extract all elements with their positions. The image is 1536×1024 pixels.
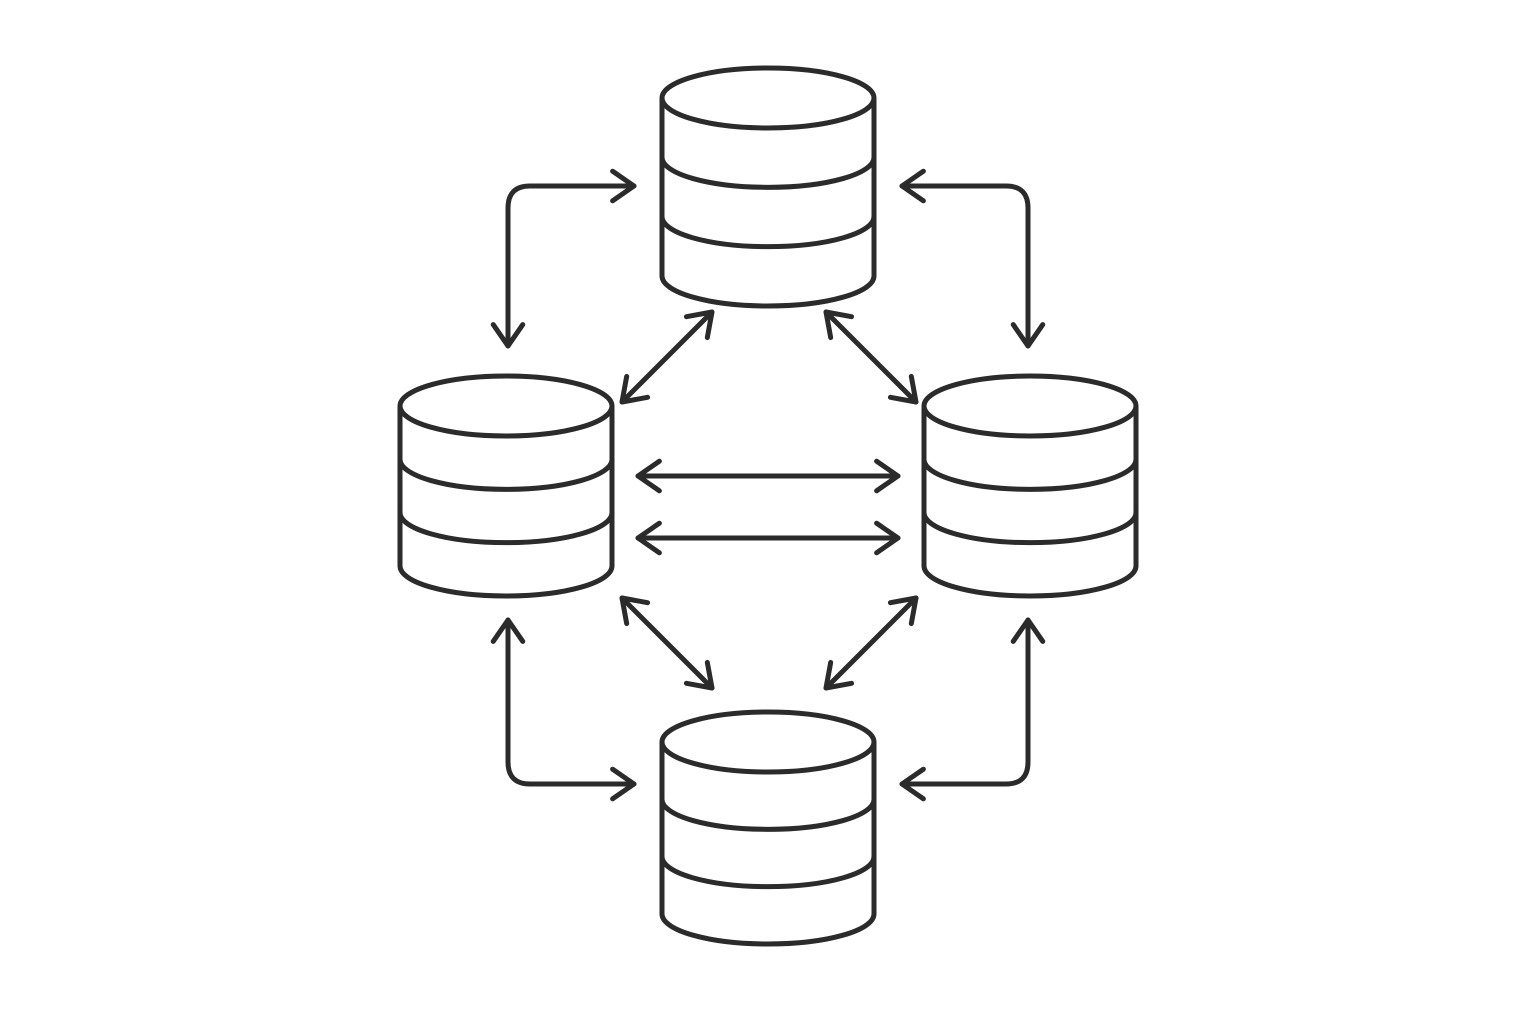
arrowhead — [619, 595, 651, 627]
database-body — [921, 406, 1139, 599]
connector-line — [619, 595, 715, 691]
bidirectional-arrow — [619, 595, 715, 691]
bidirectional-arrow — [635, 520, 901, 556]
connector-line — [823, 309, 919, 405]
database-layer-line — [921, 456, 1139, 492]
arrowhead — [610, 766, 637, 802]
database-icon — [397, 373, 615, 599]
bidirectional-arrow — [490, 617, 637, 802]
arrowhead — [683, 659, 715, 691]
arrowhead — [490, 617, 526, 644]
arrowhead — [619, 373, 651, 405]
database-top-cap — [659, 709, 877, 775]
database-top-cap — [397, 373, 615, 439]
bidirectional-arrow — [635, 458, 901, 494]
bidirectional-arrow — [823, 309, 919, 405]
arrowhead — [490, 322, 526, 349]
connector-line — [823, 595, 919, 691]
database-layer-line — [397, 456, 615, 492]
connector-line — [619, 309, 715, 405]
arrowhead — [874, 520, 901, 556]
database-layer-line — [397, 510, 615, 546]
arrowhead — [899, 766, 926, 802]
database-icon — [659, 709, 877, 947]
arrowhead — [610, 168, 637, 204]
arrowhead — [683, 309, 715, 341]
database-top-cap — [921, 373, 1139, 439]
database-icon — [659, 65, 877, 309]
database-icon — [921, 373, 1139, 599]
database-layer-line — [659, 854, 877, 890]
database-layer-line — [659, 796, 877, 832]
database-body — [397, 406, 615, 599]
bidirectional-arrow — [490, 168, 637, 349]
arrowhead — [887, 373, 919, 405]
connector-line — [899, 617, 1031, 787]
arrowhead — [874, 458, 901, 494]
arrowhead — [1010, 322, 1046, 349]
database-layer-line — [921, 510, 1139, 546]
arrowhead — [635, 458, 662, 494]
arrowhead — [899, 168, 926, 204]
bidirectional-arrow — [899, 168, 1046, 349]
database-layer-line — [659, 214, 877, 250]
database-layer-line — [659, 154, 877, 190]
arrowhead — [1010, 617, 1046, 644]
database-body — [659, 742, 877, 947]
database-top-cap — [659, 65, 877, 131]
bidirectional-arrow — [619, 309, 715, 405]
connector-line — [899, 183, 1031, 349]
arrowhead — [635, 520, 662, 556]
database-body — [659, 98, 877, 309]
bidirectional-arrow — [899, 617, 1046, 802]
bidirectional-arrow — [823, 595, 919, 691]
arrowhead — [887, 595, 919, 627]
arrowhead — [823, 659, 855, 691]
arrowhead — [823, 309, 855, 341]
connector-line — [505, 617, 637, 787]
connector-line — [505, 183, 637, 349]
